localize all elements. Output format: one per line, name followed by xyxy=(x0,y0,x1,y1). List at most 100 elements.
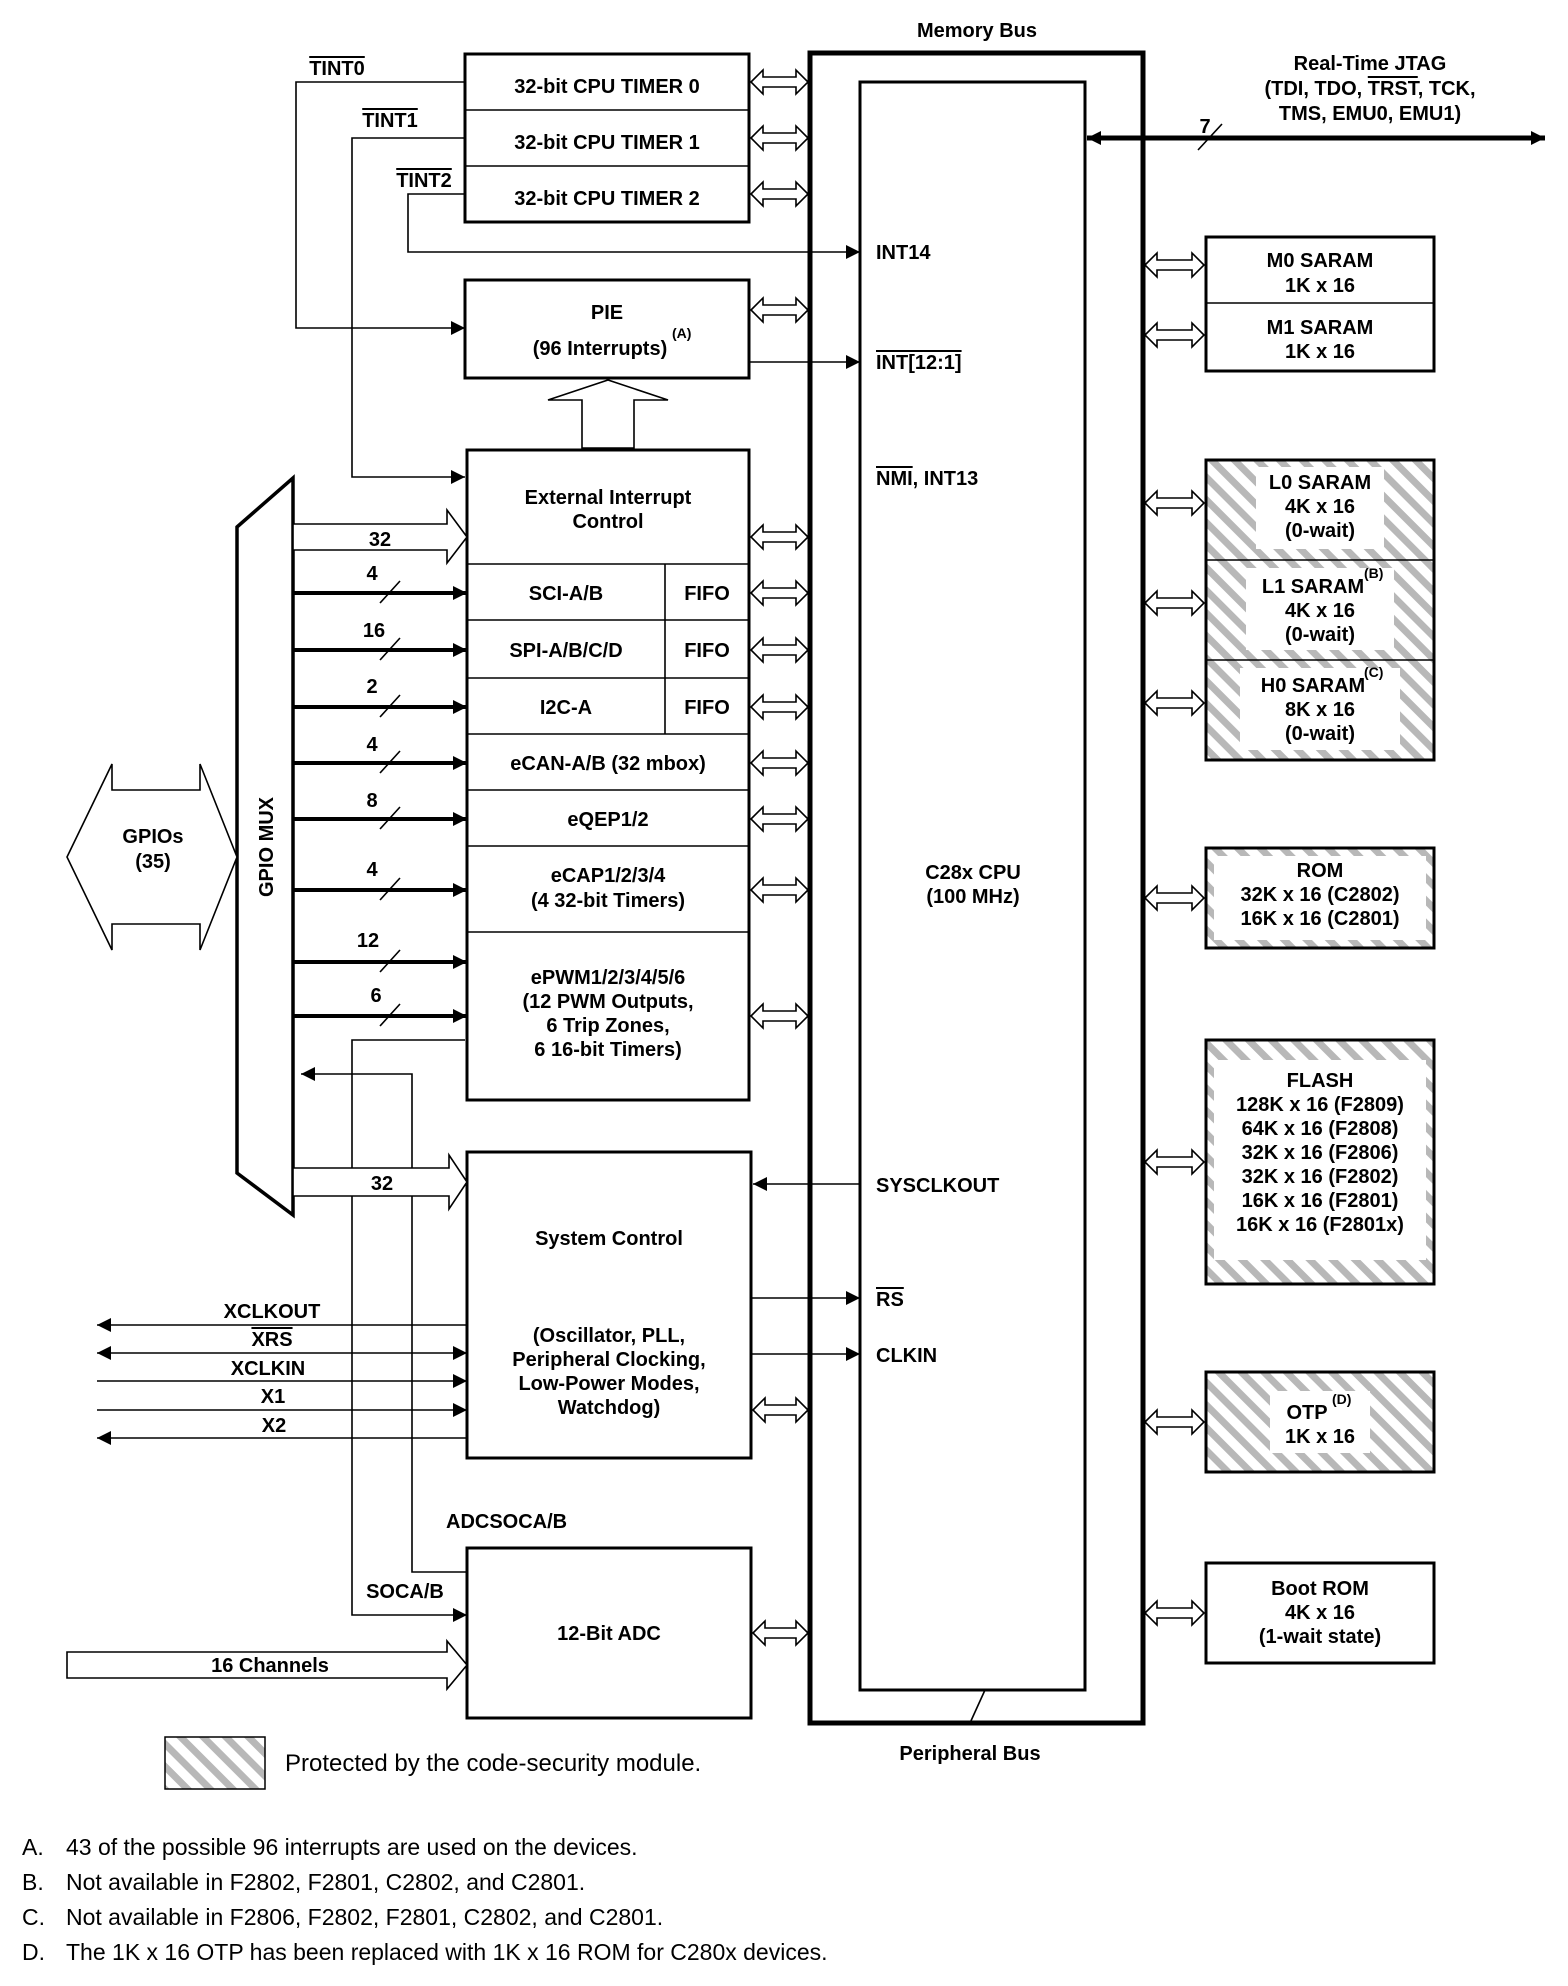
h0-wait: (0-wait) xyxy=(1285,723,1355,745)
otp-size: 1K x 16 xyxy=(1285,1426,1355,1448)
footnote-a: A. 43 of the possible 96 interrupts are u… xyxy=(22,1830,1522,1865)
jtag-line3: TMS, EMU0, EMU1) xyxy=(1279,103,1461,125)
soc-wire xyxy=(351,1039,467,1622)
tint0-label: TINT0 xyxy=(309,58,365,80)
system-control-line2: Peripheral Clocking, xyxy=(512,1349,705,1371)
pie-box xyxy=(463,278,751,380)
epwm-line2: (12 PWM Outputs, xyxy=(522,991,693,1013)
h0-note: (C) xyxy=(1364,664,1383,680)
l1-size: 4K x 16 xyxy=(1285,600,1355,622)
footnote-text: Not available in F2802, F2801, C2802, an… xyxy=(66,1869,586,1895)
footnote-b: B. Not available in F2802, F2801, C2802, … xyxy=(22,1865,1522,1900)
bus-width-7: 12 xyxy=(357,930,379,952)
legend-text: Protected by the code-security module. xyxy=(285,1750,701,1777)
gpio-mux xyxy=(235,474,295,1219)
memory-connector-arrow xyxy=(1143,589,1206,617)
jtag-width: 7 xyxy=(1199,116,1210,138)
spi-label: SPI-A/B/C/D xyxy=(509,640,622,662)
bus-connector-arrow xyxy=(749,124,810,152)
adcsoc-label: ADCSOCA/B xyxy=(446,1511,567,1533)
gpio-mux-label: GPIO MUX xyxy=(256,796,278,897)
adc-title: 12-Bit ADC xyxy=(557,1623,661,1645)
peripheral-bus-arrows xyxy=(749,68,810,1647)
rom-name: ROM xyxy=(1297,860,1344,882)
memory-connector-arrow xyxy=(1143,1408,1206,1436)
xclkin-label: XCLKIN xyxy=(231,1358,305,1380)
ext-int-line2: Control xyxy=(572,511,643,533)
sci-fifo: FIFO xyxy=(684,583,730,605)
flash-line-0: 128K x 16 (F2809) xyxy=(1236,1094,1404,1116)
m0-name: M0 SARAM xyxy=(1267,250,1374,272)
epwm-line4: 6 16-bit Timers) xyxy=(534,1039,681,1061)
epwm-line3: 6 Trip Zones, xyxy=(546,1015,669,1037)
memory-connector-arrow xyxy=(1143,1599,1206,1627)
l1-name: L1 SARAM xyxy=(1262,576,1364,598)
timer2-label: 32-bit CPU TIMER 2 xyxy=(514,188,700,210)
jtag-line2: (TDI, TDO, TRST, TCK, xyxy=(1264,78,1475,100)
footnote-letter: B. xyxy=(22,1869,44,1895)
system-control-line4: Watchdog) xyxy=(558,1397,661,1419)
system-control-line1: (Oscillator, PLL, xyxy=(533,1325,685,1347)
system-control-box xyxy=(465,1150,753,1460)
peripheral-bus-label: Peripheral Bus xyxy=(899,1743,1040,1765)
i2c-label: I2C-A xyxy=(540,697,592,719)
nmi-signal: NMI xyxy=(876,468,913,490)
footnote-letter: C. xyxy=(22,1904,45,1930)
memory-connector-arrow xyxy=(1143,489,1206,517)
bus-connector-arrow xyxy=(751,1619,810,1647)
gpios-count: (35) xyxy=(135,851,171,873)
spi-fifo: FIFO xyxy=(684,640,730,662)
x1-label: X1 xyxy=(261,1386,285,1408)
system-control-line3: Low-Power Modes, xyxy=(518,1373,699,1395)
h0-name: H0 SARAM xyxy=(1261,675,1365,697)
l1-wait: (0-wait) xyxy=(1285,624,1355,646)
bus-connector-arrow xyxy=(749,749,810,777)
pie-note: (A) xyxy=(672,325,691,341)
ecan-label: eCAN-A/B (32 mbox) xyxy=(510,753,706,775)
footnote-letter: A. xyxy=(22,1834,44,1860)
boot-name: Boot ROM xyxy=(1271,1578,1369,1600)
flash-line-1: 64K x 16 (F2808) xyxy=(1242,1118,1399,1140)
ext-int-to-pie-arrow xyxy=(547,379,669,449)
l0-size: 4K x 16 xyxy=(1285,496,1355,518)
tint0-wire xyxy=(295,81,465,335)
soc-label: SOCA/B xyxy=(366,1581,444,1603)
rs-label: RS xyxy=(876,1289,904,1311)
boot-size: 4K x 16 xyxy=(1285,1602,1355,1624)
bus-connector-arrow xyxy=(749,579,810,607)
otp-name: OTP xyxy=(1286,1402,1327,1424)
bus-connector-arrow xyxy=(749,68,810,96)
boot-wait: (1-wait state) xyxy=(1259,1626,1381,1648)
eqep-label: eQEP1/2 xyxy=(567,809,648,831)
clkin-label: CLKIN xyxy=(876,1345,937,1367)
m0-size: 1K x 16 xyxy=(1285,275,1355,297)
flash-name: FLASH xyxy=(1287,1070,1354,1092)
epwm-line1: ePWM1/2/3/4/5/6 xyxy=(531,967,686,989)
sci-label: SCI-A/B xyxy=(529,583,603,605)
xrs-label: XRS xyxy=(251,1329,292,1351)
memory-connector-arrow xyxy=(1143,251,1206,279)
memory-connector-arrow xyxy=(1143,1148,1206,1176)
footnote-text: The 1K x 16 OTP has been replaced with 1… xyxy=(66,1939,828,1965)
nmi-int13-label: NMI, INT13 xyxy=(876,468,978,490)
bus-width-3: 2 xyxy=(366,676,377,698)
cpu-box xyxy=(858,80,1087,1692)
bus-connector-arrow xyxy=(749,1002,810,1030)
rom-line2: 16K x 16 (C2801) xyxy=(1241,908,1400,930)
adcsoc-feedback-wire xyxy=(301,1067,467,1573)
bus-width-1: 4 xyxy=(366,563,378,585)
footnote-text: 43 of the possible 96 interrupts are use… xyxy=(66,1834,638,1860)
m1-name: M1 SARAM xyxy=(1267,317,1374,339)
memory-connector-arrow xyxy=(1143,321,1206,349)
timer1-label: 32-bit CPU TIMER 1 xyxy=(514,132,700,154)
footnote-letter: D. xyxy=(22,1939,45,1965)
bus-slash xyxy=(969,1689,986,1724)
cpu-speed: (100 MHz) xyxy=(926,886,1019,908)
tint2-label: TINT2 xyxy=(396,170,452,192)
bus-connector-arrow xyxy=(749,636,810,664)
pie-title: PIE xyxy=(591,302,623,324)
adc-channels-label: 16 Channels xyxy=(211,1655,329,1677)
bus-connector-arrow xyxy=(749,523,810,551)
jtag-line1: Real-Time JTAG xyxy=(1294,53,1447,75)
